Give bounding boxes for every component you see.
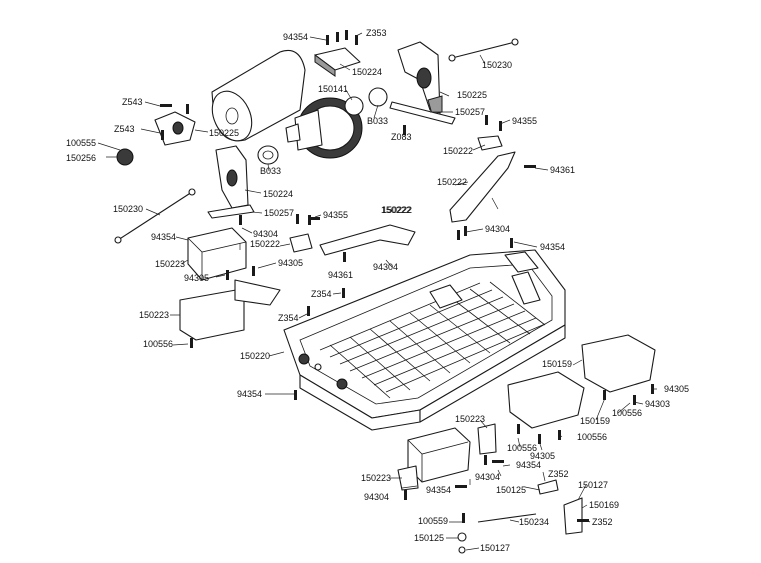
gearbox-plate-left [154, 111, 249, 209]
receiver-box [187, 227, 247, 281]
part-label: 100556 [143, 339, 173, 349]
chassis-brace-right [449, 151, 516, 223]
part-label: 150125 [496, 485, 526, 495]
part-label: Z353 [366, 28, 387, 38]
part-label: 94355 [512, 116, 537, 126]
driveshaft-top [448, 38, 519, 62]
ball-stud [457, 532, 467, 542]
part-label: 94305 [530, 451, 555, 461]
part-label: 150127 [480, 543, 510, 553]
part-label: 150222 [382, 205, 412, 215]
part-label: 150234 [519, 517, 549, 527]
ball-end [537, 479, 559, 495]
part-label: 94361 [328, 270, 353, 280]
part-label: B033 [260, 166, 281, 176]
part-label: 150222 [381, 205, 411, 215]
part-label: 150222 [437, 177, 467, 187]
part-label: 150169 [589, 500, 619, 510]
bearing [368, 87, 388, 107]
part-label: 94354 [283, 32, 308, 42]
part-label: 150222 [443, 146, 473, 156]
pinion-gear [116, 148, 134, 166]
part-label: 100556 [507, 443, 537, 453]
part-label: 94305 [664, 384, 689, 394]
part-label: 150257 [455, 107, 485, 117]
part-label: 150224 [263, 189, 293, 199]
part-label: Z352 [592, 517, 613, 527]
part-label: 94354 [151, 232, 176, 242]
part-label: 150223 [155, 259, 185, 269]
part-label: 94354 [516, 460, 541, 470]
part-label: 94355 [323, 210, 348, 220]
part-label: 150223 [139, 310, 169, 320]
battery-holder-left [179, 279, 281, 341]
part-label: 150225 [457, 90, 487, 100]
spur-gear-diff [285, 97, 363, 159]
part-label: 150230 [482, 60, 512, 70]
leader-lines [97, 32, 657, 551]
shim [344, 96, 364, 116]
mount-block [289, 233, 313, 253]
part-label: Z352 [548, 469, 569, 479]
part-label: 94354 [426, 485, 451, 495]
part-label: 94303 [645, 399, 670, 409]
part-label: 94304 [475, 472, 500, 482]
bearing [257, 145, 279, 165]
part-label: Z354 [311, 289, 332, 299]
part-label: 94304 [364, 492, 389, 502]
part-label: 150225 [209, 128, 239, 138]
part-label: 94305 [184, 273, 209, 283]
chassis-brace-mid [319, 224, 416, 256]
plate-strip [389, 101, 456, 125]
part-label: 150222 [250, 239, 280, 249]
part-label: 150159 [542, 359, 572, 369]
part-label: 100556 [612, 408, 642, 418]
part-label: 100559 [418, 516, 448, 526]
part-label: Z543 [122, 97, 143, 107]
battery-holder-right [507, 334, 656, 429]
part-label: 100555 [66, 138, 96, 148]
part-label: 150125 [414, 533, 444, 543]
part-label: Z083 [391, 132, 412, 142]
part-label: Z354 [278, 313, 299, 323]
part-label: 150220 [240, 351, 270, 361]
steering-arm [563, 497, 583, 535]
part-label: 150256 [66, 153, 96, 163]
part-label: 94304 [373, 262, 398, 272]
gearbox-plate-right [397, 41, 443, 116]
part-label: 100556 [577, 432, 607, 442]
part-label: 150127 [578, 480, 608, 490]
motor-mount-top [314, 47, 361, 77]
tray-grid [319, 281, 546, 399]
part-label: 150230 [113, 204, 143, 214]
part-label: 150223 [361, 473, 391, 483]
servo [397, 423, 497, 491]
driveshaft-left [114, 188, 196, 244]
turnbuckle [477, 513, 537, 523]
mount-block [477, 135, 503, 151]
part-label: 150224 [352, 67, 382, 77]
part-label: B033 [367, 116, 388, 126]
part-label: 150257 [264, 208, 294, 218]
part-label: 94305 [278, 258, 303, 268]
ball-end-small [458, 546, 466, 554]
chassis-tray [283, 249, 566, 431]
part-label: 94354 [540, 242, 565, 252]
part-labels: 94354 Z353 150224 150230 150141 150225 B… [66, 28, 689, 553]
part-label: 94304 [253, 229, 278, 239]
part-label: 150141 [318, 84, 348, 94]
part-label: 94304 [485, 224, 510, 234]
part-label: 150159 [580, 416, 610, 426]
motor [211, 49, 306, 142]
part-label: 150223 [455, 414, 485, 424]
part-label: Z543 [114, 124, 135, 134]
part-label: 94354 [237, 389, 262, 399]
part-label: 94361 [550, 165, 575, 175]
